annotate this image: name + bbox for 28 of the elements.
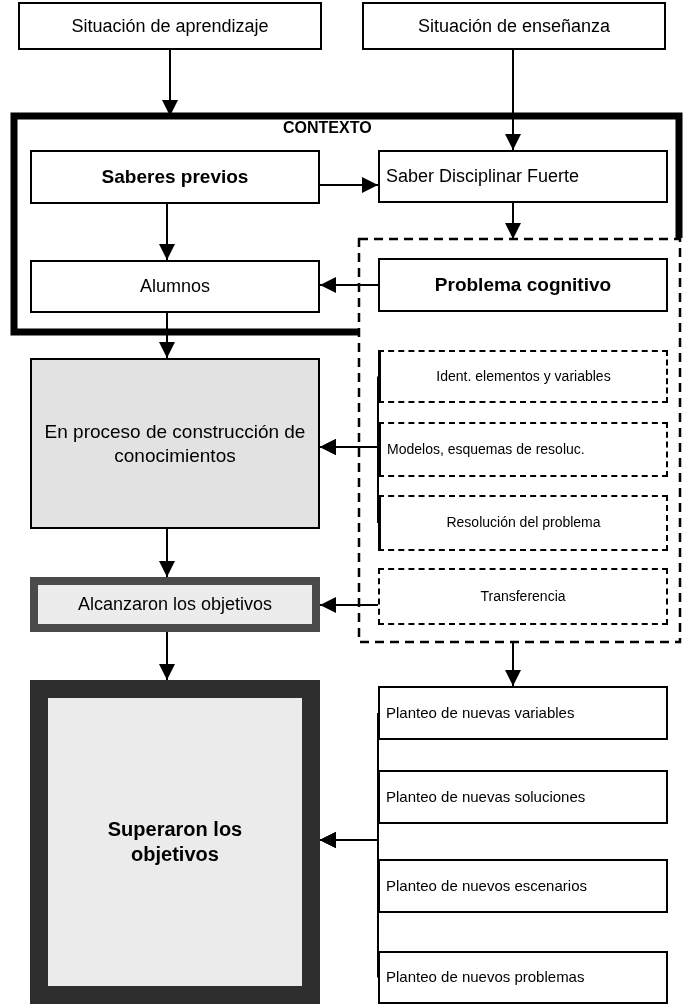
arrow bbox=[319, 177, 379, 193]
process-box: Transferencia bbox=[378, 568, 668, 625]
arrow bbox=[505, 202, 521, 240]
arrow bbox=[505, 641, 521, 687]
process-box: Situación de enseñanza bbox=[362, 2, 666, 50]
arrow bbox=[159, 203, 175, 261]
group-title: CONTEXTO bbox=[283, 118, 372, 138]
process-box: Situación de aprendizaje bbox=[18, 2, 322, 50]
arrow bbox=[505, 49, 521, 151]
arrow bbox=[159, 631, 175, 681]
arrow bbox=[319, 597, 379, 613]
process-box: Planteo de nuevos problemas bbox=[378, 951, 668, 1004]
process-box: Resolución del problema bbox=[378, 495, 668, 551]
process-box: Alumnos bbox=[30, 260, 320, 313]
arrow bbox=[319, 277, 379, 293]
process-box: Planteo de nuevas variables bbox=[378, 686, 668, 740]
arrow bbox=[159, 312, 175, 359]
process-box: Alcanzaron los objetivos bbox=[30, 577, 320, 632]
process-box: Modelos, esquemas de resoluc. bbox=[378, 422, 668, 477]
process-box: Ident. elementos y variables bbox=[378, 350, 668, 403]
process-box: Saberes previos bbox=[30, 150, 320, 204]
process-box: Problema cognitivo bbox=[378, 258, 668, 312]
process-box: Planteo de nuevas soluciones bbox=[378, 770, 668, 824]
arrow bbox=[159, 528, 175, 578]
process-box: En proceso de construcción de conocimientos bbox=[30, 358, 320, 529]
process-box: Planteo de nuevos escenarios bbox=[378, 859, 668, 913]
process-box: Saber Disciplinar Fuerte bbox=[378, 150, 668, 203]
process-box: Superaron los objetivos bbox=[30, 680, 320, 1004]
